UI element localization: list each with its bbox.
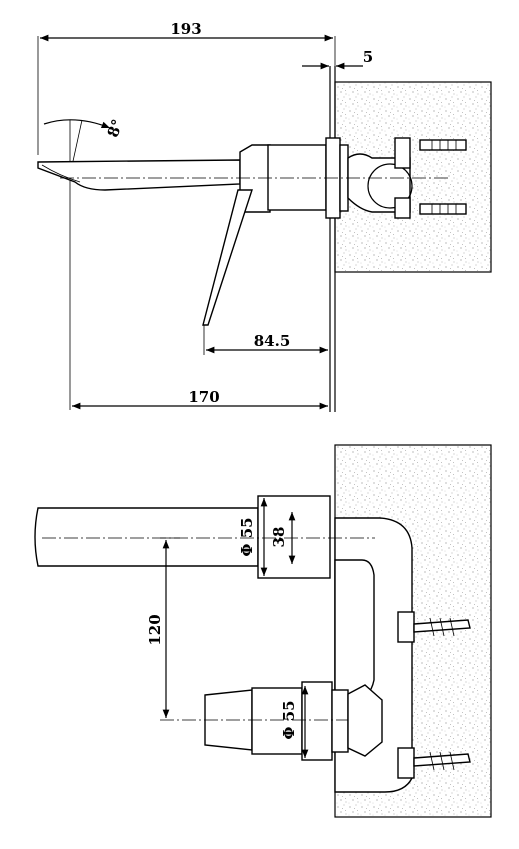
- dim-gap: 5: [363, 48, 373, 66]
- dim-top-width: 193: [170, 20, 201, 38]
- lever-handle: [202, 189, 253, 326]
- dim-diameter-upper: Φ 55: [238, 517, 256, 556]
- dim-diameter-lower: Φ 55: [280, 700, 298, 739]
- dim-lever-reach: 84.5: [254, 332, 291, 350]
- dim-height-upper: 38: [270, 527, 288, 548]
- spout-plan: [34, 507, 259, 567]
- screw-lower: [419, 203, 467, 215]
- screw-plan-lower: [413, 751, 471, 771]
- screw-upper: [419, 139, 467, 151]
- spout: [37, 159, 241, 191]
- screw-plan-upper: [413, 617, 471, 637]
- plan-view: Φ 55 38 120 Φ 55: [34, 444, 492, 818]
- side-view: 193 5 8°: [37, 20, 492, 412]
- dim-angle: 8°: [104, 117, 127, 140]
- dim-spacing: 120: [146, 614, 164, 645]
- dim-spout-length: 170: [188, 388, 219, 406]
